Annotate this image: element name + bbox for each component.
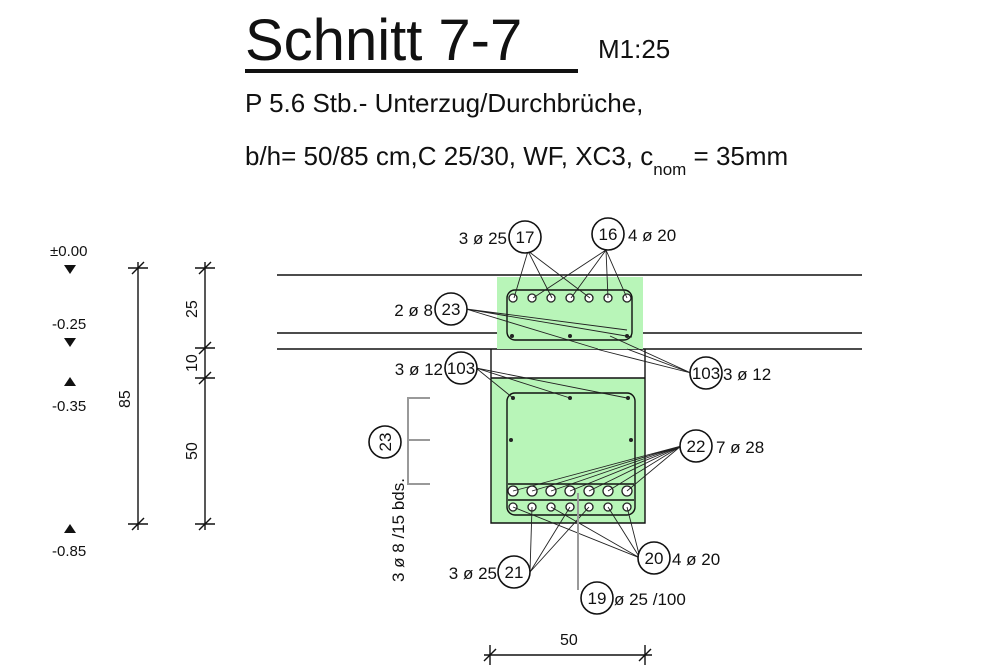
rebar-spec: 3 ø 12 <box>395 360 443 379</box>
position-number: 20 <box>645 549 664 568</box>
position-circle <box>508 220 542 254</box>
rebar-icon <box>509 438 513 442</box>
position-marker: 21 3 ø 25 <box>449 555 531 589</box>
level-label: -0.25 <box>52 316 86 333</box>
dimension-lines <box>128 261 652 665</box>
dim-slab: 25 <box>184 300 201 318</box>
position-number: 16 <box>599 225 618 244</box>
position-number: 23 <box>376 433 395 452</box>
drawing-title: Schnitt 7-7 <box>245 8 522 73</box>
rebar-spec: 4 ø 20 <box>628 226 676 245</box>
rebar-icon <box>527 293 537 303</box>
position-marker: 16 4 ø 20 <box>591 217 676 251</box>
rebar-spec: 3 ø 25 <box>459 229 507 248</box>
rebar-spec: 7 ø 28 <box>716 438 764 457</box>
level-label: -0.35 <box>52 398 86 415</box>
rebar-spec: 4 ø 20 <box>672 550 720 569</box>
beam-outline <box>490 349 646 524</box>
subtitle-line2: b/h= 50/85 cm,C 25/30, WF, XC3, cnom = 3… <box>245 141 788 179</box>
rebar-icon <box>510 334 514 338</box>
position-circle <box>679 429 713 463</box>
position-circle <box>580 581 614 615</box>
rebar-spec: 2 ø 8 <box>394 301 433 320</box>
position-number: 103 <box>692 364 720 383</box>
stirrup-spacing-label: 3 ø 8 /15 bds. <box>389 478 408 582</box>
position-number: 19 <box>588 589 607 608</box>
position-number: 23 <box>442 300 461 319</box>
position-circle <box>497 555 531 589</box>
rebar-icon <box>546 293 556 303</box>
position-circle <box>591 217 625 251</box>
position-marker: 17 3 ø 25 <box>459 220 542 254</box>
level-markers: ±0.00 -0.25 -0.35 -0.85 <box>50 243 87 560</box>
dim-total-height: 85 <box>117 390 134 408</box>
position-circle <box>444 351 478 385</box>
position-circle <box>689 356 723 390</box>
position-number: 17 <box>516 228 535 247</box>
leader-lines <box>465 249 692 573</box>
position-number: 22 <box>687 437 706 456</box>
concrete-fill-beam <box>491 378 645 523</box>
level-label: -0.85 <box>52 543 86 560</box>
drawing-scale: M1:25 <box>598 34 670 64</box>
rebar-spec: 3 ø 25 <box>449 564 497 583</box>
position-marker: 20 4 ø 20 <box>637 541 720 575</box>
position-number: 103 <box>447 359 475 378</box>
concrete-fill-top <box>497 277 643 349</box>
rebar-icon <box>629 438 633 442</box>
position-marker: 23 <box>368 425 402 459</box>
subtitle-line1: P 5.6 Stb.- Unterzug/Durchbrüche, <box>245 88 643 118</box>
level-label: ±0.00 <box>50 243 87 260</box>
position-marker: 22 7 ø 28 <box>679 429 764 463</box>
position-marker: 23 2 ø 8 <box>394 292 468 326</box>
rebar-icon <box>568 334 572 338</box>
dim-gap: 10 <box>184 354 201 372</box>
position-circle <box>637 541 671 575</box>
position-number: 21 <box>505 563 524 582</box>
rebar-icon <box>626 396 630 400</box>
bottom-stirrup <box>506 392 636 516</box>
rebar-spec: 3 ø 12 <box>723 365 771 384</box>
rebar-spec: ø 25 /100 <box>614 590 686 609</box>
dim-width: 50 <box>560 632 578 649</box>
position-circle <box>434 292 468 326</box>
dim-beam: 50 <box>184 442 201 460</box>
position-marker: 19 ø 25 /100 <box>580 581 686 615</box>
position-circle <box>368 425 402 459</box>
rebar-icon <box>508 293 518 303</box>
